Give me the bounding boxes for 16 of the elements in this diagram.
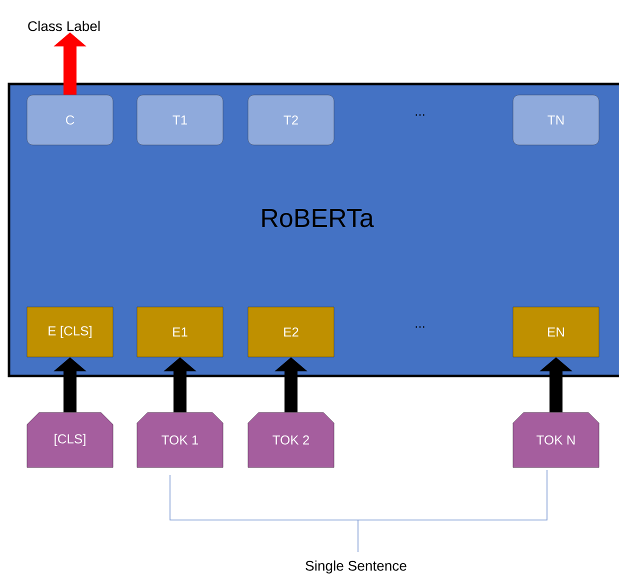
embedding-box: E [CLS] <box>26 306 114 358</box>
ellipsis: ... <box>416 114 424 116</box>
output-box: TN <box>512 94 600 146</box>
output-box: C <box>26 94 114 146</box>
token-box: TOK 1 <box>136 412 224 468</box>
output-label: Class Label <box>28 20 100 32</box>
output-box: T2 <box>248 94 334 146</box>
token-box: TOK N <box>512 412 600 468</box>
token-box: TOK 2 <box>248 412 334 468</box>
embedding-box: E1 <box>136 306 224 358</box>
token-box: [CLS] <box>26 412 114 468</box>
embedding-box: E2 <box>248 306 334 358</box>
embedding-box: EN <box>512 306 600 358</box>
group-label: Single Sentence <box>306 560 406 574</box>
ellipsis: ... <box>416 326 424 328</box>
output-box: T1 <box>136 94 224 146</box>
